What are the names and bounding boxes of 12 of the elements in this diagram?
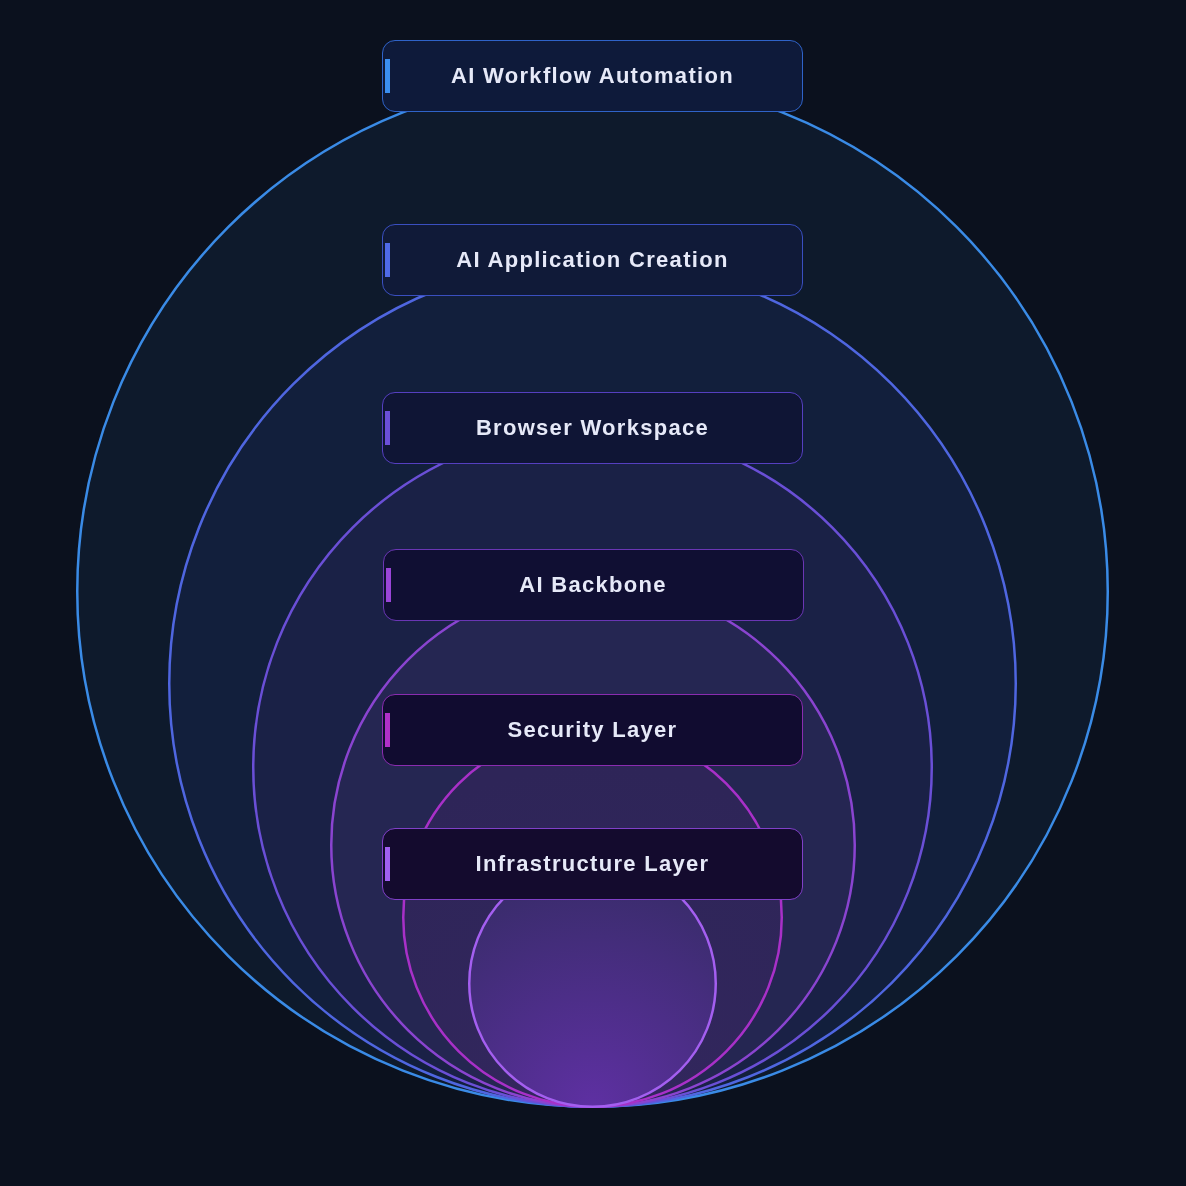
layer-label: Security Layer	[382, 694, 803, 766]
layer-label: Infrastructure Layer	[382, 828, 803, 900]
layer-circle	[168, 224, 1017, 1108]
layer-circle	[382, 828, 803, 1108]
layer-label: AI Application Creation	[382, 224, 803, 296]
layer-label: AI Workflow Automation	[382, 40, 803, 112]
layer-circle	[76, 40, 1109, 1108]
layer-circle	[330, 549, 856, 1108]
layer-label: AI Backbone	[382, 549, 804, 621]
layer-label: Browser Workspace	[382, 392, 803, 464]
layer-circle	[382, 694, 803, 1108]
layer-circle	[252, 392, 933, 1108]
